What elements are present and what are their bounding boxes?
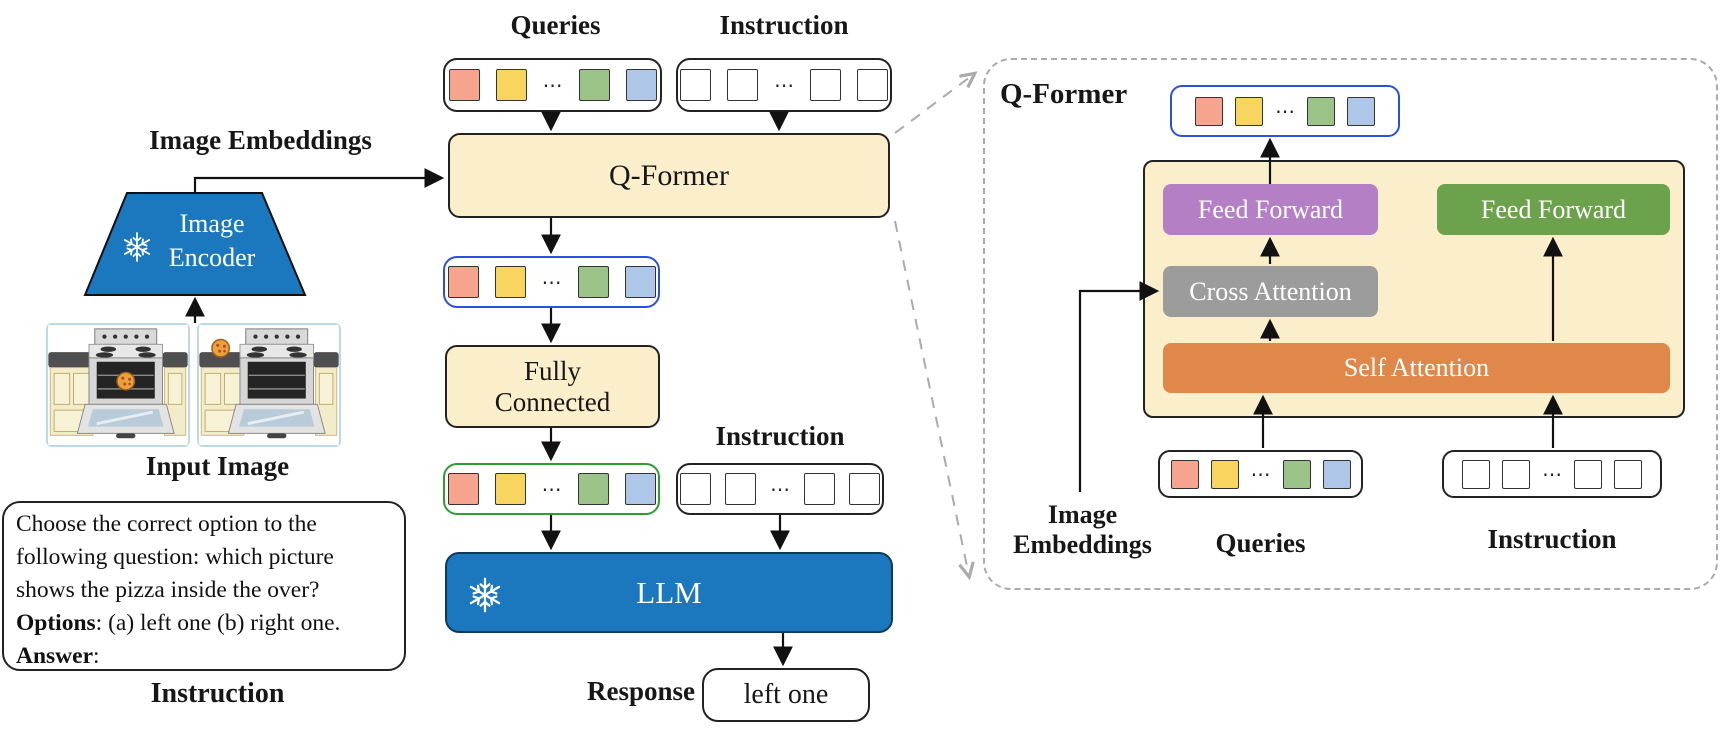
ellipsis-dots: ⋯ — [1250, 462, 1271, 486]
qformer-detail-panel — [983, 58, 1718, 590]
image-encoder-line1: Image — [180, 209, 245, 238]
self-attention-label: Self Attention — [1343, 353, 1490, 382]
instruction-token-row-mid: ⋯ — [676, 463, 884, 515]
token-square — [624, 473, 656, 505]
fully-connected-line1: Fully — [523, 355, 582, 386]
feed-forward-left-block: Feed Forward — [1163, 184, 1378, 235]
oven-illustration-pizza-on-counter — [199, 325, 339, 445]
query-output-token-row: ⋯ — [443, 256, 660, 308]
ellipsis-dots: ⋯ — [541, 477, 562, 501]
token-square — [1574, 459, 1602, 489]
image-encoder-trapezoid: Image Encoder — [83, 192, 307, 296]
panel-instruction-label: Instruction — [1487, 524, 1617, 554]
token-square — [810, 69, 841, 101]
fully-connected-line2: Connected — [494, 386, 611, 417]
token-square — [1322, 459, 1351, 489]
panel-queries-label: Queries — [1215, 528, 1306, 558]
panel-instruction-token-row: ⋯ — [1442, 450, 1662, 498]
token-square — [495, 69, 527, 101]
token-square — [1282, 459, 1311, 489]
ellipsis-dots: ⋯ — [1275, 99, 1295, 123]
instruction-text-line4: Options: (a) left one (b) right one. — [16, 610, 341, 636]
ellipsis-dots: ⋯ — [541, 270, 562, 294]
input-image-pizza-inside-oven — [46, 323, 190, 447]
token-square — [578, 69, 610, 101]
token-square — [625, 69, 657, 101]
queries-label-top: Queries — [510, 10, 601, 40]
token-square — [624, 266, 656, 298]
cross-attention-block: Cross Attention — [1163, 266, 1378, 317]
ellipsis-dots: ⋯ — [770, 477, 790, 501]
self-attention-block: Self Attention — [1163, 343, 1670, 393]
cross-attention-label: Cross Attention — [1189, 276, 1352, 306]
qformer-box: Q-Former — [448, 133, 890, 218]
instruction-text-box: Choose the correct option to the followi… — [2, 501, 406, 671]
token-square — [727, 69, 758, 101]
token-square — [447, 266, 479, 298]
token-square — [680, 69, 711, 101]
response-label: Response — [586, 676, 695, 706]
response-value: left one — [743, 679, 829, 710]
input-image-label: Input Image — [145, 451, 290, 481]
input-image-pizza-on-counter — [197, 323, 341, 447]
ellipsis-dots: ⋯ — [542, 73, 563, 97]
token-square — [725, 473, 756, 505]
token-square — [1195, 96, 1223, 126]
projected-token-row: ⋯ — [443, 463, 660, 515]
qformer-box-label: Q-Former — [609, 158, 729, 192]
fully-connected-box: Fully Connected — [445, 345, 660, 428]
image-embeddings-label-left: Image Embeddings — [149, 125, 372, 155]
token-square — [1462, 459, 1490, 489]
oven-illustration-pizza-inside — [48, 325, 188, 445]
instruction-label-top: Instruction — [719, 10, 849, 40]
zoom-connector-arrows — [894, 74, 974, 576]
instruction-text-line5: Answer: — [16, 643, 100, 669]
llm-box: LLM — [445, 552, 893, 633]
feed-forward-left-label: Feed Forward — [1197, 194, 1344, 224]
token-square — [1210, 459, 1239, 489]
token-square — [1235, 96, 1263, 126]
token-square — [1307, 96, 1335, 126]
token-square — [448, 69, 480, 101]
token-square — [494, 473, 526, 505]
instruction-label-mid: Instruction — [715, 421, 845, 451]
token-square — [1614, 459, 1642, 489]
token-square — [1170, 459, 1199, 489]
snowflake-icon — [123, 232, 151, 262]
panel-query-output-token-row: ⋯ — [1170, 85, 1400, 137]
feed-forward-right-block: Feed Forward — [1437, 184, 1670, 235]
queries-token-row-top: ⋯ — [443, 58, 662, 112]
snowflake-icon — [469, 577, 501, 613]
qformer-panel-title: Q-Former — [1000, 78, 1128, 110]
token-square — [577, 266, 609, 298]
token-square — [680, 473, 711, 505]
token-square — [1502, 459, 1530, 489]
ellipsis-dots: ⋯ — [774, 73, 794, 97]
image-encoder-line2: Encoder — [169, 243, 256, 272]
ellipsis-dots: ⋯ — [1542, 462, 1562, 486]
token-square — [804, 473, 835, 505]
instruction-text-line2: following question: which picture — [16, 544, 334, 570]
token-square — [857, 69, 888, 101]
token-square — [1347, 96, 1375, 126]
instruction-token-row-top: ⋯ — [676, 58, 892, 112]
llm-box-label: LLM — [636, 574, 702, 610]
token-square — [494, 266, 526, 298]
panel-queries-token-row: ⋯ — [1158, 450, 1363, 498]
token-square — [849, 473, 880, 505]
instruction-label-left: Instruction — [150, 678, 285, 709]
instruction-text-line1: Choose the correct option to the — [16, 511, 317, 537]
token-square — [577, 473, 609, 505]
panel-image-embeddings-label: Image Embeddings — [1013, 500, 1152, 559]
instruction-text-line3: shows the pizza inside the over? — [16, 577, 320, 603]
token-square — [447, 473, 479, 505]
response-box: left one — [702, 668, 870, 722]
feed-forward-right-label: Feed Forward — [1480, 194, 1627, 224]
